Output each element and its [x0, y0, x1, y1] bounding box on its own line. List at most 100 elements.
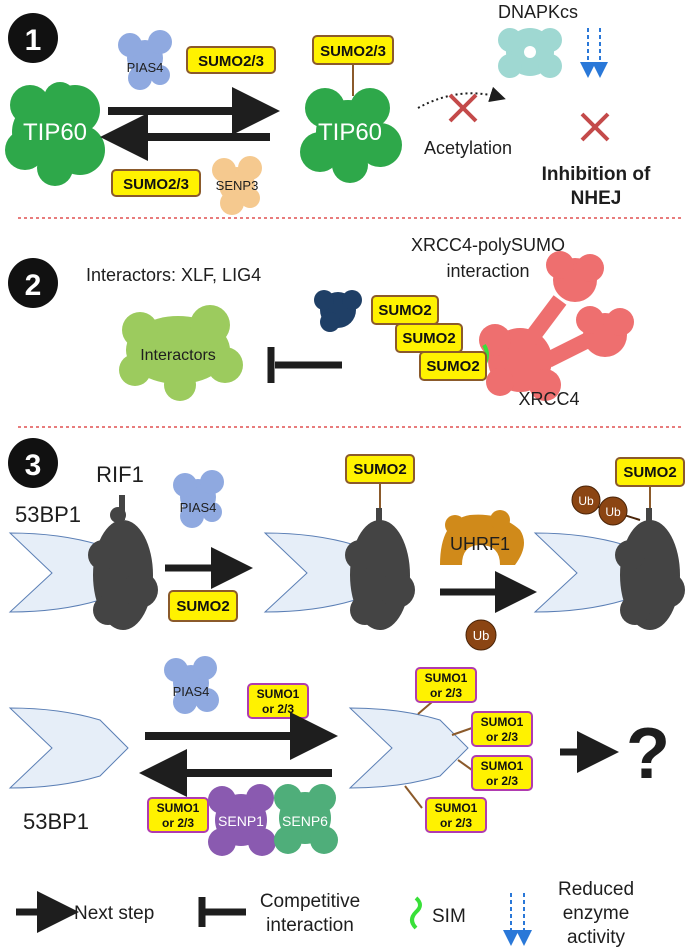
panel-1-number: 1	[25, 24, 42, 57]
branch-tag-2-l2: or 2/3	[486, 730, 518, 744]
branch-tag-2-l1: SUMO1	[481, 715, 524, 729]
pias4-label-bottom: PIAS4	[173, 684, 210, 699]
sumo2-chain-3-label: SUMO2	[426, 358, 479, 375]
rif1-protein-3	[615, 508, 685, 630]
pias4-protein-bottom	[164, 656, 219, 714]
branch-tag-4	[425, 797, 487, 833]
senp1-label: SENP1	[218, 813, 264, 829]
branch-tag-4-l1: SUMO1	[435, 801, 478, 815]
panel-1-badge	[8, 13, 58, 63]
rif1-label: RIF1	[96, 462, 144, 487]
sumo-mixed-top-tag	[247, 683, 309, 719]
53bp1-protein-5	[348, 707, 469, 789]
panel-2-number: 2	[25, 269, 42, 302]
ub-chain-2	[598, 496, 628, 526]
sumo-mixed-bottom-l2: or 2/3	[162, 816, 194, 830]
branch-tag-1	[415, 667, 477, 703]
53bp1-top-label: 53BP1	[15, 502, 81, 527]
branch-tag-3	[471, 755, 533, 791]
sumo-tag-bottom	[111, 169, 201, 197]
uhrf1-protein	[440, 510, 524, 565]
dnapkcs-protein	[498, 28, 562, 78]
interactors-title: Interactors: XLF, LIG4	[86, 265, 261, 285]
sumo-mixed-bottom-l1: SUMO1	[157, 801, 200, 815]
tip60-right-label: TIP60	[318, 119, 382, 146]
legend-sim-label: SIM	[432, 906, 466, 927]
ub-chain-1-label: Ub	[578, 494, 594, 508]
panel-3-number: 3	[25, 449, 42, 482]
legend-competitive-line1: Competitive	[260, 891, 360, 912]
sumo2-free-tag	[168, 590, 238, 622]
panel-3: 3 RIF1 53BP1 PIAS4 SUMO2 SUMO2	[8, 438, 685, 856]
tip60-left-label: TIP60	[23, 119, 87, 146]
xrcc4-protein	[479, 251, 634, 401]
ub-chain-2-label: Ub	[605, 505, 621, 519]
sumo2-chain-1-label: SUMO2	[378, 302, 431, 319]
branch-line-4	[404, 785, 423, 809]
panel-2-badge	[8, 258, 58, 308]
rif1-protein-1	[88, 495, 158, 630]
ub-chain-1	[571, 485, 601, 515]
nhej-block-x	[580, 112, 610, 142]
inhibition-label-line1: Inhibition of	[542, 164, 651, 185]
tip60-left-protein	[5, 82, 105, 186]
branch-tag-1-l1: SUMO1	[425, 671, 468, 685]
senp3-protein	[212, 156, 262, 215]
branch-tag-3-l1: SUMO1	[481, 759, 524, 773]
sumo2-chain-3	[419, 351, 487, 381]
53bp1-bottom-label: 53BP1	[23, 809, 89, 834]
uhrf1-label: UHRF1	[450, 534, 510, 554]
sumo-mixed-top-l2: or 2/3	[262, 702, 294, 716]
acetylation-block-x	[448, 93, 478, 123]
sumo2-free-label: SUMO2	[176, 598, 229, 615]
sumo-tag-top-label: SUMO2/3	[198, 53, 264, 70]
xrcc4-label: XRCC4	[518, 389, 579, 409]
acetylation-label: Acetylation	[424, 138, 512, 158]
legend-reduced-line3: activity	[567, 927, 626, 948]
navy-protein	[314, 290, 362, 332]
inhibition-label-line2: NHEJ	[571, 188, 622, 209]
rif1-protein-2	[345, 508, 415, 630]
senp6-protein	[274, 784, 338, 854]
pias4-protein-top	[118, 30, 172, 90]
tip60-right-protein	[300, 88, 402, 183]
branch-line-2	[451, 727, 473, 736]
sumo-mixed-bottom-tag	[147, 797, 209, 833]
legend-reduced-line1: Reduced	[558, 879, 634, 900]
branch-tag-1-l2: or 2/3	[430, 686, 462, 700]
xrcc4-polysumo-title-line2: interaction	[446, 261, 529, 281]
sumo2-right-label: SUMO2	[623, 464, 676, 481]
branch-tag-2	[471, 711, 533, 747]
ub-free	[465, 619, 497, 651]
legend-competitive-line2: interaction	[266, 915, 354, 936]
legend: Next step Competitive interaction SIM Re…	[16, 879, 634, 948]
branch-tag-4-l2: or 2/3	[440, 816, 472, 830]
sumo-tag-bottom-label: SUMO2/3	[123, 176, 189, 193]
panel-3-badge	[8, 438, 58, 488]
pias4-label-mid: PIAS4	[180, 500, 217, 515]
legend-competitive-symbol	[198, 897, 246, 927]
panel-1: 1 TIP60 PIAS4 SUMO2/3 SUMO2/3	[5, 2, 651, 215]
legend-reduced-line2: enzyme	[563, 903, 630, 924]
xrcc4-polysumo-title-line1: XRCC4-polySUMO	[411, 235, 565, 255]
pias4-label-top: PIAS4	[127, 60, 164, 75]
sumo-tag-attached-label: SUMO2/3	[320, 43, 386, 60]
panel-2: 2 Interactors: XLF, LIG4 Interactors XRC…	[8, 235, 634, 409]
pias4-protein-mid	[173, 470, 224, 528]
interactors-protein	[119, 305, 243, 401]
branch-tag-3-l2: or 2/3	[486, 774, 518, 788]
branch-line-3	[457, 759, 473, 771]
senp6-label: SENP6	[282, 813, 328, 829]
sumo-tag-top	[186, 46, 276, 74]
sumo2-mid-label: SUMO2	[353, 461, 406, 478]
competitive-inhibition-symbol	[267, 347, 342, 383]
senp1-protein	[208, 784, 276, 856]
unknown-outcome: ?	[626, 714, 670, 794]
sumo2-chain-2-label: SUMO2	[402, 330, 455, 347]
branch-line-1	[417, 701, 433, 715]
legend-next-step-label: Next step	[74, 903, 154, 924]
sumo-mixed-top-l1: SUMO1	[257, 687, 300, 701]
dnapkcs-label: DNAPKcs	[498, 2, 578, 22]
